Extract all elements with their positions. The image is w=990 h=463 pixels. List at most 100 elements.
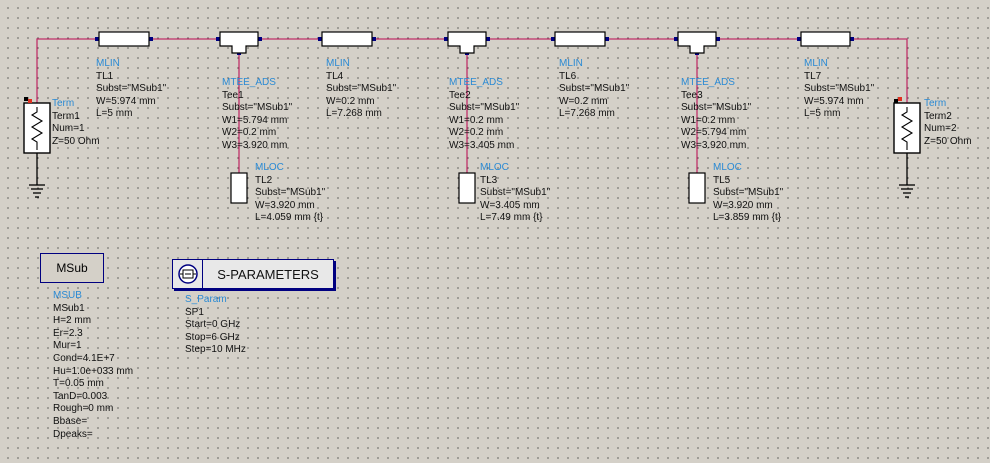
msub-param: T=0.05 mm xyxy=(53,378,104,390)
tl6-param: W=0.2 mm xyxy=(559,95,608,107)
tl5-label[interactable]: MLOC TL5 Subst="MSub1" W=3.920 mm L=3.85… xyxy=(713,162,783,225)
msub-param: Mur=1 xyxy=(53,340,82,352)
sparam-box-label: S-PARAMETERS xyxy=(217,266,319,282)
msub-param: Rough=0 mm xyxy=(53,403,114,415)
tl1-param: Subst="MSub1" xyxy=(96,83,167,95)
tl2-type: MLOC xyxy=(255,162,284,173)
tl4-param: W=0.2 mm xyxy=(326,95,375,107)
mlin-shapes xyxy=(98,31,851,47)
msub-param: H=2 mm xyxy=(53,315,92,327)
tee1-type: MTEE_ADS xyxy=(222,77,276,88)
tl7-param: W=5.974 mm xyxy=(804,95,864,107)
tl2-param: W=3.920 mm xyxy=(255,199,315,211)
tee2-label[interactable]: MTEE_ADS Tee2 Subst="MSub1" W1=0.2 mm W2… xyxy=(449,77,519,153)
tl5-param: W=3.920 mm xyxy=(713,199,773,211)
tl6-name: TL6 xyxy=(559,70,577,82)
tl1-param: W=5.974 mm xyxy=(96,95,156,107)
tl4-name: TL4 xyxy=(326,70,344,82)
tl6-type: MLIN xyxy=(559,58,583,69)
tl3-param: W=3.405 mm xyxy=(480,199,540,211)
tee3-label[interactable]: MTEE_ADS Tee3 Subst="MSub1" W1=0.2 mm W2… xyxy=(681,77,751,153)
tee3-type: MTEE_ADS xyxy=(681,77,735,88)
tee3-param: Subst="MSub1" xyxy=(681,102,752,114)
tee3-param: W1=0.2 mm xyxy=(681,114,736,126)
tee1-name: Tee1 xyxy=(222,89,244,101)
sparam-name: SP1 xyxy=(185,306,204,318)
tl2-param: Subst="MSub1" xyxy=(255,187,326,199)
term1-name: Term1 xyxy=(52,110,80,122)
msub-param: TanD=0.003 xyxy=(53,390,108,402)
mloc-shapes xyxy=(230,172,706,204)
tee1-param: W3=3.920 mm xyxy=(222,139,288,151)
tee1-param: Subst="MSub1" xyxy=(222,102,293,114)
tl7-param: L=5 mm xyxy=(804,108,841,120)
msub-box-label: MSub xyxy=(56,261,88,275)
tee1-param: W1=5.794 mm xyxy=(222,114,288,126)
tee2-name: Tee2 xyxy=(449,89,471,101)
sparam-param: Stop=6 GHz xyxy=(185,331,240,343)
msub-label[interactable]: MSUB MSub1 H=2 mm Er=2.3 Mur=1 Cond=4.1E… xyxy=(53,290,133,441)
sparam-label[interactable]: S_Param SP1 Start=0 GHz Stop=6 GHz Step=… xyxy=(185,294,246,357)
tl3-param: Subst="MSub1" xyxy=(480,187,551,199)
msub-type: MSUB xyxy=(53,290,82,301)
tl6-label[interactable]: MLIN TL6 Subst="MSub1" W=0.2 mm L=7.268 … xyxy=(559,58,629,121)
tee2-param: W3=3.405 mm xyxy=(449,139,515,151)
tl6-param: Subst="MSub1" xyxy=(559,83,630,95)
tl5-name: TL5 xyxy=(713,174,731,186)
term2-param: Z=50 Ohm xyxy=(924,135,972,147)
tl4-label[interactable]: MLIN TL4 Subst="MSub1" W=0.2 mm L=7.268 … xyxy=(326,58,396,121)
tl4-param: Subst="MSub1" xyxy=(326,83,397,95)
tl4-param: L=7.268 mm xyxy=(326,108,382,120)
term2-param: Num=2 xyxy=(924,123,957,135)
tee2-param: W2=0.2 mm xyxy=(449,127,504,139)
term2-type: Term xyxy=(924,98,947,109)
tl1-type: MLIN xyxy=(96,58,120,69)
gear-icon xyxy=(177,264,198,284)
sparam-type: S_Param xyxy=(185,294,227,305)
term1-label[interactable]: Term Term1 Num=1 Z=50 Ohm xyxy=(52,98,100,148)
term1-param: Num=1 xyxy=(52,123,85,135)
tl1-name: TL1 xyxy=(96,70,114,82)
tl1-param: L=5 mm xyxy=(96,108,133,120)
tl2-name: TL2 xyxy=(255,174,273,186)
tee-shapes xyxy=(219,31,717,54)
term1-symbol xyxy=(23,97,51,198)
tl3-type: MLOC xyxy=(480,162,509,173)
tl3-param: L=7.49 mm {t} xyxy=(480,212,543,224)
tee3-param: W3=3.920 mm xyxy=(681,139,747,151)
tl7-name: TL7 xyxy=(804,70,822,82)
tee3-param: W2=5.794 mm xyxy=(681,127,747,139)
term2-name: Term2 xyxy=(924,110,952,122)
tl7-label[interactable]: MLIN TL7 Subst="MSub1" W=5.974 mm L=5 mm xyxy=(804,58,874,121)
tee2-type: MTEE_ADS xyxy=(449,77,503,88)
tl2-label[interactable]: MLOC TL2 Subst="MSub1" W=3.920 mm L=4.05… xyxy=(255,162,325,225)
term1-param: Z=50 Ohm xyxy=(52,135,100,147)
tl7-type: MLIN xyxy=(804,58,828,69)
tl6-param: L=7.268 mm xyxy=(559,108,615,120)
sparam-param: Step=10 MHz xyxy=(185,344,246,356)
sparam-block[interactable]: S-PARAMETERS xyxy=(172,259,334,289)
tee1-param: W2=0.2 mm xyxy=(222,127,277,139)
tee3-name: Tee3 xyxy=(681,89,703,101)
msub-param: Bbase= xyxy=(53,415,88,427)
tl4-type: MLIN xyxy=(326,58,350,69)
msub-param: Hu=1.0e+033 mm xyxy=(53,365,134,377)
tee1-label[interactable]: MTEE_ADS Tee1 Subst="MSub1" W1=5.794 mm … xyxy=(222,77,292,153)
tl7-param: Subst="MSub1" xyxy=(804,83,875,95)
tee2-param: Subst="MSub1" xyxy=(449,102,520,114)
tl5-type: MLOC xyxy=(713,162,742,173)
msub-block[interactable]: MSub xyxy=(40,253,104,283)
term2-symbol xyxy=(893,97,921,198)
sparam-param: Start=0 GHz xyxy=(185,319,241,331)
sparam-icon xyxy=(173,260,203,288)
msub-param: Cond=4.1E+7 xyxy=(53,352,115,364)
tl3-label[interactable]: MLOC TL3 Subst="MSub1" W=3.405 mm L=7.49… xyxy=(480,162,550,225)
msub-param: Er=2.3 xyxy=(53,327,83,339)
term2-label[interactable]: Term Term2 Num=2 Z=50 Ohm xyxy=(924,98,972,148)
tl1-label[interactable]: MLIN TL1 Subst="MSub1" W=5.974 mm L=5 mm xyxy=(96,58,166,121)
term1-type: Term xyxy=(52,98,75,109)
tl2-param: L=4.059 mm {t} xyxy=(255,212,324,224)
msub-name: MSub1 xyxy=(53,302,85,314)
